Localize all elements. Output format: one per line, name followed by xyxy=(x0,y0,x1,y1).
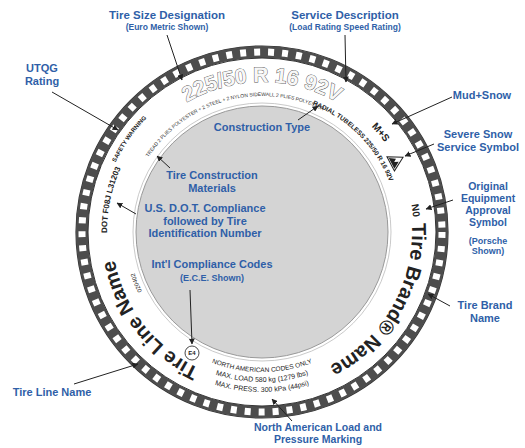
leader-line xyxy=(405,144,434,156)
sidewall-text: TREAD 2 PLIES POLYESTER + 2 STEEL + 2 NY… xyxy=(144,91,325,158)
leader-line xyxy=(345,35,346,82)
sidewall-text: Tire Brand® Name xyxy=(327,223,430,382)
callout-label: (E.C.E. Shown) xyxy=(180,273,244,283)
sidewall-text: MAX. LOAD 580 kg (1279 lbs) xyxy=(215,369,309,384)
sidewall-text: 020402 xyxy=(129,272,142,294)
callout-label: Tire Size Designation xyxy=(109,9,225,22)
callout-label: North American Load and Pressure Marking xyxy=(251,421,385,445)
leader-line xyxy=(392,97,452,124)
sidewall-text: RADIAL TUBELESS 225/50 R 16 92V xyxy=(312,99,395,182)
ece-code: E4 xyxy=(188,350,195,356)
tread-band xyxy=(82,52,442,412)
bead-line xyxy=(133,103,391,361)
leader-line xyxy=(428,294,450,306)
leader-lines xyxy=(52,35,453,421)
callout-label: Severe Snow Service Symbol xyxy=(434,128,522,153)
callout-label: Mud+Snow xyxy=(453,89,511,102)
tire xyxy=(76,46,448,418)
severe-snow-symbol xyxy=(387,150,407,171)
callout-label: Tire Construction Materials xyxy=(156,169,268,194)
callout-label: Construction Type xyxy=(214,121,310,134)
sidewall-text: 225/50 R 16 92V xyxy=(178,63,346,106)
leader-line xyxy=(426,200,453,209)
wheel-disc xyxy=(136,106,388,358)
callout-label: (Load Rating Speed Rating) xyxy=(289,23,400,33)
callout-label: Int'l Compliance Codes xyxy=(151,258,272,271)
callout-label: (Euro Metric Shown) xyxy=(126,23,209,33)
tread-blocks xyxy=(82,52,442,412)
tire-outline xyxy=(76,46,448,418)
leader-line xyxy=(272,399,292,421)
leader-line xyxy=(298,106,318,120)
sidewall xyxy=(88,58,436,406)
leader-line xyxy=(190,290,192,344)
leader-line xyxy=(167,35,182,80)
callout-label: Service Description xyxy=(291,9,398,22)
sidewall-text: NORTH AMERICAN CODES ONLY xyxy=(211,357,313,373)
callout-label: U.S. D.O.T. Compliance followed by Tire … xyxy=(137,202,273,240)
callout-label: UTQG Rating xyxy=(17,62,67,87)
sidewall-text: DOT F08J L31203 xyxy=(100,165,123,233)
callout-label: Original Equipment Approval Symbol xyxy=(455,180,521,228)
leader-line xyxy=(157,156,170,168)
callout-label: Tire Line Name xyxy=(13,386,92,399)
sidewall-text: M+S xyxy=(370,120,392,143)
callout-label: Tire Brand Name xyxy=(450,299,520,324)
sidewall-text: MAX. PRESS. 300 kPa (44psi) xyxy=(214,379,309,393)
leader-line xyxy=(74,364,138,384)
leader-line xyxy=(52,92,118,130)
sidewall-text: SAFETY WARNING xyxy=(111,115,147,163)
sidewall-text: N0 xyxy=(410,203,423,218)
leader-line xyxy=(117,203,136,214)
callout-label: (Porsche Shown) xyxy=(455,236,521,257)
